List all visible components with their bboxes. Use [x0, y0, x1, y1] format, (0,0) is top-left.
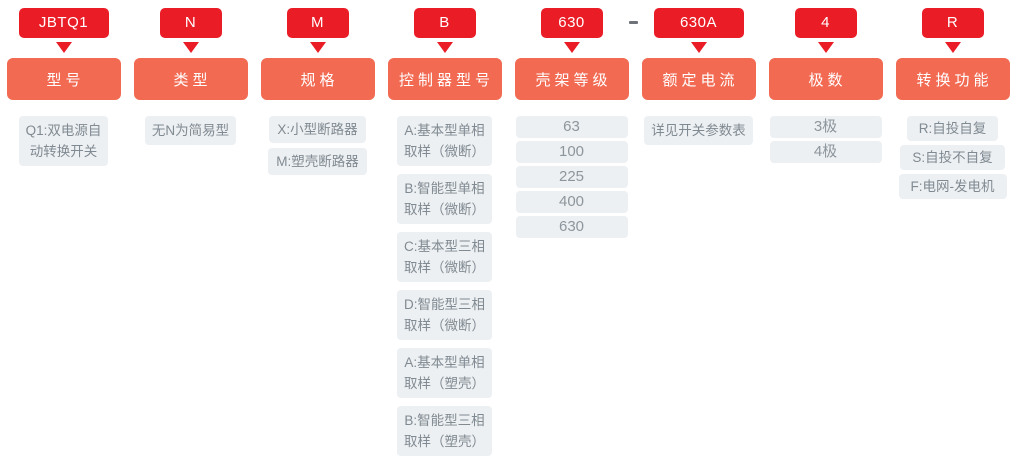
option-list-rated-current: 详见开关参数表: [635, 116, 762, 145]
code-badge-spec[interactable]: M: [286, 8, 349, 38]
option-list-model: Q1:双电源自 动转换开关: [0, 116, 127, 166]
badge-slot: B: [381, 0, 508, 38]
option-item[interactable]: F:电网-发电机: [898, 174, 1007, 199]
option-item[interactable]: A:基本型单相 取样（塑壳）: [397, 348, 492, 398]
category-header-poles: 极数: [768, 58, 883, 100]
code-badge-model[interactable]: JBTQ1: [18, 8, 109, 38]
option-list-frame-level: 63 100 225 400 630: [508, 116, 635, 238]
option-list-type: 无N为简易型: [127, 116, 254, 145]
badge-slot: JBTQ1: [0, 0, 127, 38]
option-item[interactable]: B:智能型三相 取样（塑壳）: [397, 406, 492, 456]
arrow-down-icon: [563, 42, 580, 53]
badge-slot: R: [889, 0, 1016, 38]
option-item[interactable]: C:基本型三相 取样（微断）: [397, 232, 492, 282]
option-list-transfer-function: R:自投自复 S:自投不自复 F:电网-发电机: [889, 116, 1016, 199]
arrow-down-icon: [309, 42, 326, 53]
code-badge-frame-level[interactable]: 630: [540, 8, 603, 38]
badge-slot: 630A: [635, 0, 762, 38]
option-item[interactable]: 详见开关参数表: [644, 116, 753, 145]
category-header-rated-current: 额定电流: [641, 58, 756, 100]
arrow-down-icon: [436, 42, 453, 53]
code-badge-controller[interactable]: B: [413, 8, 476, 38]
badge-slot: 630: [508, 0, 635, 38]
separator-dash: [629, 21, 638, 24]
category-header-type: 类型: [133, 58, 248, 100]
option-item[interactable]: 4极: [769, 141, 882, 163]
category-header-frame-level: 壳架等级: [514, 58, 629, 100]
option-item[interactable]: 630: [515, 216, 628, 238]
option-item[interactable]: Q1:双电源自 动转换开关: [18, 116, 109, 166]
badge-slot: 4: [762, 0, 889, 38]
code-column-rated-current: 630A 额定电流 详见开关参数表: [635, 0, 762, 145]
badge-slot: M: [254, 0, 381, 38]
option-item[interactable]: 100: [515, 141, 628, 163]
category-header-spec: 规格: [260, 58, 375, 100]
category-header-transfer-function: 转换功能: [895, 58, 1010, 100]
code-badge-rated-current[interactable]: 630A: [653, 8, 744, 38]
option-list-poles: 3极 4极: [762, 116, 889, 163]
code-badge-type[interactable]: N: [159, 8, 222, 38]
option-item[interactable]: B:智能型单相 取样（微断）: [397, 174, 492, 224]
code-column-model: JBTQ1 型号 Q1:双电源自 动转换开关: [0, 0, 127, 166]
arrow-down-icon: [182, 42, 199, 53]
arrow-down-icon: [817, 42, 834, 53]
category-header-controller: 控制器型号: [387, 58, 502, 100]
arrow-down-icon: [55, 42, 72, 53]
option-item[interactable]: 400: [515, 191, 628, 213]
option-item[interactable]: S:自投不自复: [900, 145, 1005, 170]
option-item[interactable]: 63: [515, 116, 628, 138]
option-item[interactable]: 225: [515, 166, 628, 188]
code-column-spec: M 规格 X:小型断路器 M:塑壳断路器: [254, 0, 381, 175]
option-item[interactable]: 3极: [769, 116, 882, 138]
code-column-type: N 类型 无N为简易型: [127, 0, 254, 145]
option-list-spec: X:小型断路器 M:塑壳断路器: [254, 116, 381, 175]
option-item[interactable]: X:小型断路器: [269, 116, 366, 143]
option-list-controller: A:基本型单相 取样（微断） B:智能型单相 取样（微断） C:基本型三相 取样…: [381, 116, 508, 456]
code-column-controller: B 控制器型号 A:基本型单相 取样（微断） B:智能型单相 取样（微断） C:…: [381, 0, 508, 456]
option-item[interactable]: R:自投自复: [906, 116, 999, 141]
arrow-down-icon: [944, 42, 961, 53]
category-header-model: 型号: [6, 58, 121, 100]
code-column-poles: 4 极数 3极 4极: [762, 0, 889, 163]
badge-slot: N: [127, 0, 254, 38]
arrow-down-icon: [690, 42, 707, 53]
option-item[interactable]: D:智能型三相 取样（微断）: [397, 290, 492, 340]
option-item[interactable]: A:基本型单相 取样（微断）: [397, 116, 492, 166]
code-column-frame-level: 630 壳架等级 63 100 225 400 630: [508, 0, 635, 238]
option-item[interactable]: 无N为简易型: [144, 116, 237, 145]
code-badge-poles[interactable]: 4: [794, 8, 857, 38]
code-badge-transfer-function[interactable]: R: [921, 8, 984, 38]
option-item[interactable]: M:塑壳断路器: [268, 148, 367, 175]
code-column-transfer-function: R 转换功能 R:自投自复 S:自投不自复 F:电网-发电机: [889, 0, 1016, 199]
